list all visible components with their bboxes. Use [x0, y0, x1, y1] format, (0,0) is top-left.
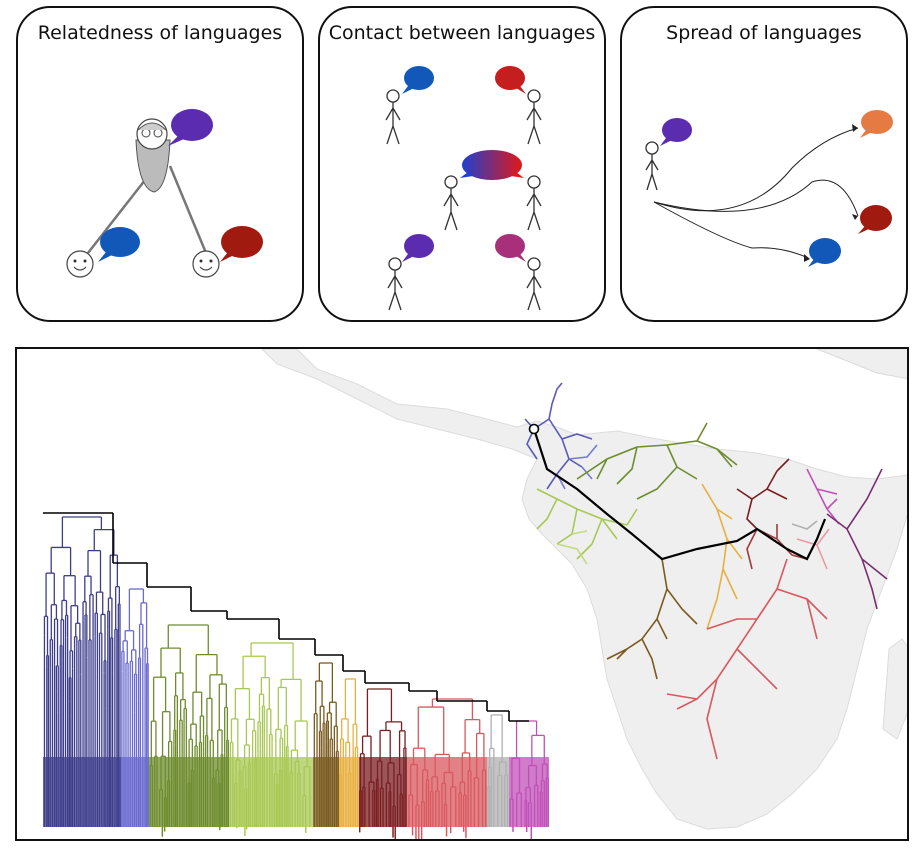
- purple-speech-bubble: [660, 118, 692, 146]
- origin-node: [528, 423, 540, 435]
- africa-landmass: [261, 349, 907, 830]
- traveller-stick-figure-icon: [645, 141, 659, 191]
- spread-illustration: [645, 110, 893, 267]
- purple-speech-bubble: [168, 109, 213, 146]
- blue-speech-bubble: [98, 227, 140, 262]
- contact-title: Contact between languages: [328, 22, 596, 44]
- spread-panel: Spread of languages: [620, 6, 908, 322]
- stick-figure-bottom-right-icon: [526, 257, 542, 311]
- orange-speech-bubble: [860, 110, 893, 138]
- red-speech-bubble: [220, 226, 263, 262]
- stick-figure-bottom-left-icon: [387, 257, 403, 311]
- main-spread-path: [532, 428, 827, 561]
- spread-title: Spread of languages: [666, 22, 862, 44]
- relatedness-title: Relatedness of languages: [37, 22, 283, 44]
- map-phylogeny-figure: [43, 349, 907, 839]
- purple-speech-bubble: [402, 234, 434, 262]
- dark-red-speech-bubble: [858, 205, 892, 234]
- stick-figure-top-right-icon: [526, 89, 542, 145]
- stick-figure-top-left-icon: [385, 89, 401, 145]
- contact-illustration: [385, 66, 542, 311]
- arabia-landmass: [816, 349, 907, 380]
- map-language-trees: [524, 382, 888, 760]
- phylogenetic-tree: [43, 512, 549, 839]
- red-speech-bubble: [495, 66, 526, 94]
- magenta-speech-bubble: [495, 234, 526, 262]
- elder-ancestor-icon: [135, 118, 171, 193]
- relatedness-panel: Relatedness of languages: [16, 6, 304, 322]
- migration-paths: [653, 127, 859, 259]
- right-child-smiley-icon: [192, 250, 220, 278]
- stick-figure-middle-right-icon: [526, 175, 542, 231]
- contact-panel: Contact between languages: [318, 6, 606, 322]
- map-and-phylogeny-panel: [15, 347, 909, 841]
- madagascar-landmass: [882, 638, 907, 740]
- stick-figure-middle-left-icon: [443, 175, 459, 231]
- left-child-smiley-icon: [66, 250, 94, 278]
- blue-speech-bubble: [402, 66, 434, 94]
- blue-speech-bubble: [808, 238, 841, 267]
- mixed-gradient-speech-bubble: [460, 150, 524, 180]
- relatedness-illustration: [66, 109, 263, 278]
